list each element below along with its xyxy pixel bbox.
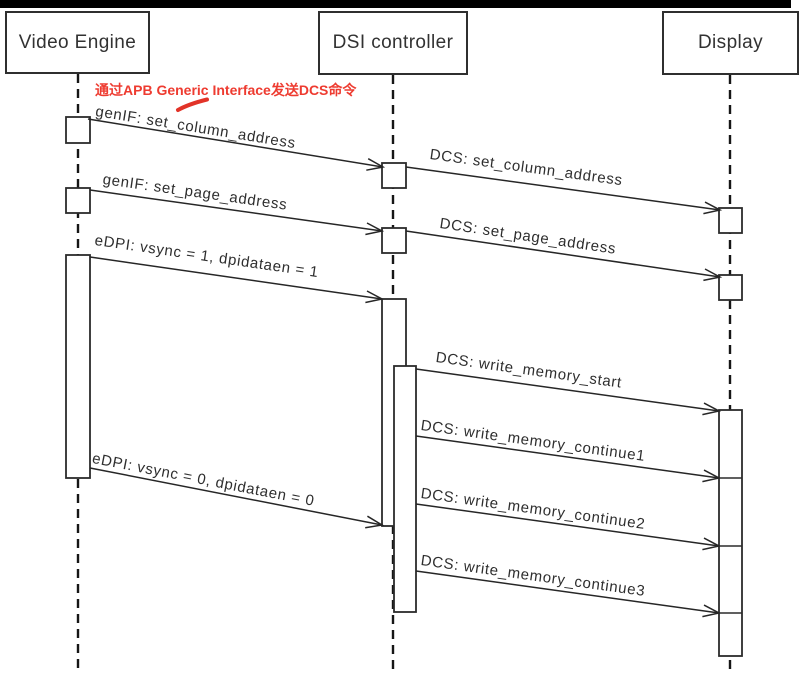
actor-dsi-controller: DSI controller (318, 11, 468, 75)
activation-dsi-1 (381, 162, 407, 189)
activation-display-1 (718, 207, 743, 234)
arrow-edpi-vsync0 (89, 467, 385, 529)
activation-ve-2 (65, 187, 91, 214)
activation-dsi-2 (381, 227, 407, 254)
arrow-genif-set-page-address (89, 189, 385, 236)
activation-display-write (718, 409, 743, 657)
arrow-dcs-write-memory-continue2 (415, 503, 722, 551)
activation-dsi-write (393, 365, 417, 613)
activation-ve-1 (65, 116, 91, 144)
arrow-dcs-set-page-address (405, 230, 723, 282)
arrow-genif-set-column-address (87, 118, 386, 171)
arrow-dcs-set-column-address (405, 166, 723, 215)
activation-ticks (719, 477, 742, 614)
actor-video-engine: Video Engine (5, 11, 150, 74)
activation-display-2 (718, 274, 743, 301)
arrow-dcs-write-memory-continue3 (415, 570, 722, 618)
message-arrows (87, 118, 723, 618)
actor-video-engine-label: Video Engine (18, 31, 137, 53)
annotation-text: 通过APB Generic Interface发送DCS命令 (95, 82, 357, 98)
arrow-dcs-write-memory-continue1 (415, 435, 722, 483)
actor-display-label: Display (697, 32, 764, 53)
top-black-bar (0, 0, 791, 8)
actor-display: Display (662, 11, 799, 75)
actor-dsi-controller-label: DSI controller (332, 32, 454, 53)
annotation-red-tick (176, 97, 209, 112)
arrow-edpi-vsync1 (89, 256, 385, 304)
activations (65, 116, 743, 657)
activation-ve-edpi (65, 254, 91, 479)
arrow-dcs-write-memory-start (415, 368, 722, 416)
